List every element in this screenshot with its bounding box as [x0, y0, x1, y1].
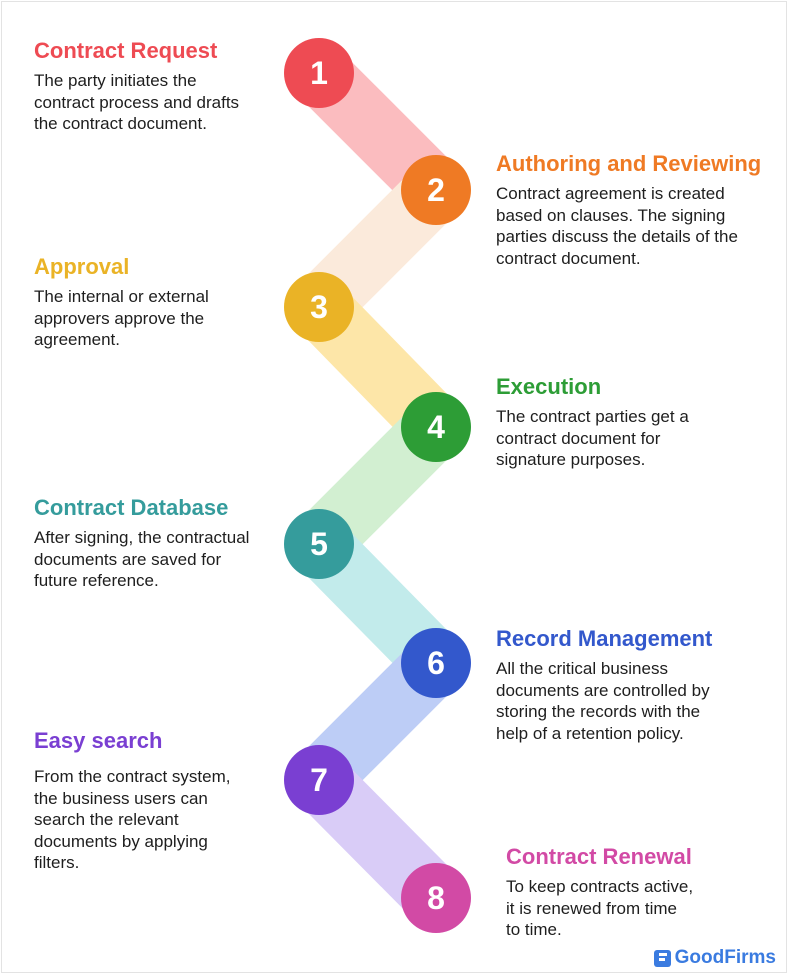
- step-8-text: Contract Renewal To keep contracts activ…: [506, 844, 746, 941]
- goodfirms-logo-icon: [653, 949, 671, 967]
- step-3-description: The internal or external approvers appro…: [34, 287, 209, 349]
- step-4-description: The contract parties get a contract docu…: [496, 407, 689, 469]
- step-7-circle: 7: [284, 745, 354, 815]
- step-3-circle: 3: [284, 272, 354, 342]
- step-6-circle: 6: [401, 628, 471, 698]
- step-1-title: Contract Request: [34, 38, 218, 63]
- step-4-circle: 4: [401, 392, 471, 462]
- step-6-text: Record Management All the critical busin…: [496, 626, 766, 744]
- goodfirms-logo-text: GoodFirms: [674, 947, 776, 968]
- step-1-description: The party initiates the contract process…: [34, 71, 240, 133]
- step-5-description: After signing, the contractual documents…: [34, 528, 250, 590]
- step-1-circle: 1: [284, 38, 354, 108]
- step-3-title: Approval: [34, 254, 130, 279]
- step-2-description: Contract agreement is created based on c…: [496, 184, 738, 268]
- step-2-title: Authoring and Reviewing: [496, 151, 762, 176]
- step-7-description: From the contract system, the business u…: [34, 767, 231, 872]
- step-6-title: Record Management: [496, 626, 713, 651]
- step-5-text: Contract Database After signing, the con…: [34, 495, 279, 592]
- step-7-title: Easy search: [34, 728, 163, 753]
- goodfirms-logo: GoodFirms: [653, 947, 776, 968]
- step-5-circle: 5: [284, 509, 354, 579]
- step-7-text: Easy search From the contract system, th…: [34, 728, 274, 874]
- step-8-title: Contract Renewal: [506, 844, 692, 869]
- step-2-text: Authoring and Reviewing Contract agreeme…: [496, 151, 776, 269]
- step-5-title: Contract Database: [34, 495, 229, 520]
- step-4-text: Execution The contract parties get a con…: [496, 374, 766, 471]
- step-6-description: All the critical business documents are …: [496, 659, 710, 743]
- step-4-title: Execution: [496, 374, 602, 399]
- step-3-text: Approval The internal or external approv…: [34, 254, 274, 351]
- step-8-circle: 8: [401, 863, 471, 933]
- step-2-circle: 2: [401, 155, 471, 225]
- step-8-description: To keep contracts active, it is renewed …: [506, 877, 694, 939]
- step-1-text: Contract Request The party initiates the…: [34, 38, 274, 135]
